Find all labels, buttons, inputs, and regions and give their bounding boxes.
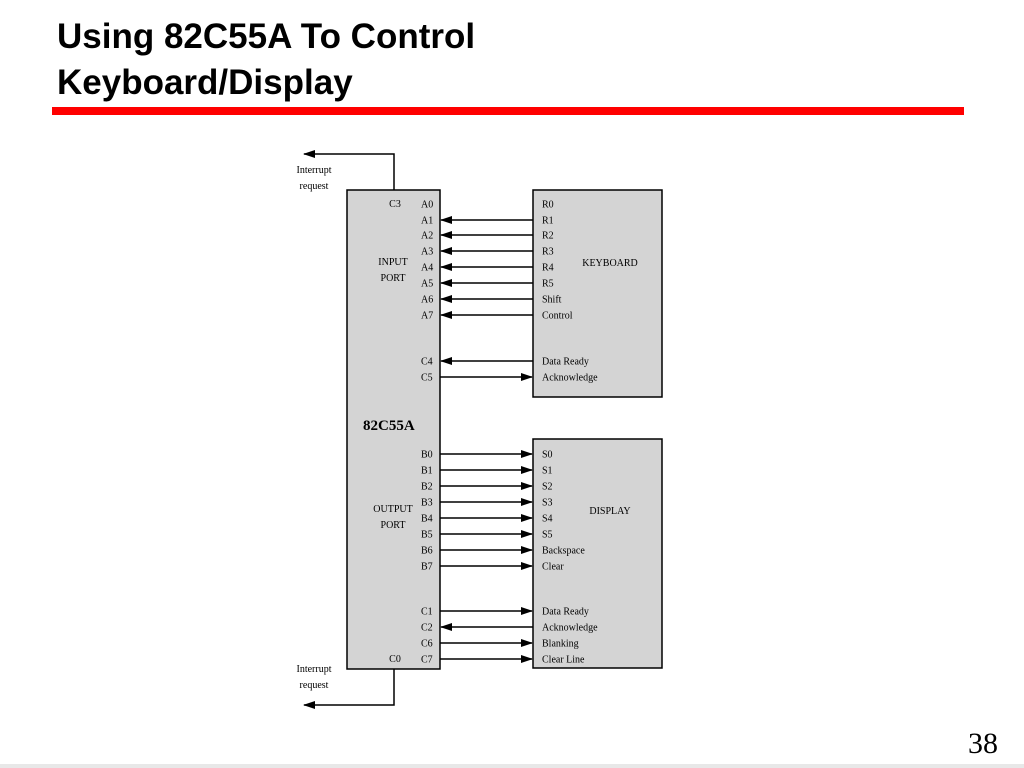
display-pin-b1: B1 (421, 466, 433, 477)
display-pin-b3: B3 (421, 498, 433, 509)
display-pin-b2: B2 (421, 482, 433, 493)
display-box (532, 438, 663, 669)
input-port-label-1: INPUT (378, 257, 407, 268)
keyboard-pin-c5: C5 (421, 373, 433, 384)
display-pin-b7: B7 (421, 562, 433, 573)
display-pin-c2: C2 (421, 623, 433, 634)
keyboard-pin-a0: A0 (421, 200, 433, 211)
keyboard-signal-r5: R5 (542, 279, 554, 290)
interrupt-top-label-2: request (300, 181, 329, 192)
chip-name: 82C55A (363, 418, 415, 434)
keyboard-name: KEYBOARD (582, 258, 638, 269)
chip-pin-c0: C0 (389, 654, 401, 665)
interrupt-bottom-label-1: Interrupt (297, 664, 332, 675)
footer-divider (0, 764, 1024, 768)
interrupt-request-top-line (303, 150, 395, 190)
display-pin-b5: B5 (421, 530, 433, 541)
display-signal-s5: S5 (542, 530, 553, 541)
output-port-label-1: OUTPUT (373, 504, 412, 515)
display-signal-s4: S4 (542, 514, 553, 525)
keyboard-pin-a2: A2 (421, 231, 433, 242)
keyboard-pin-c4: C4 (421, 357, 433, 368)
interrupt-request-bottom-line (303, 669, 395, 709)
display-pin-c1: C1 (421, 607, 433, 618)
display-pin-c7: C7 (421, 655, 433, 666)
display-signal-s1: S1 (542, 466, 553, 477)
display-signal-acknowledge: Acknowledge (542, 623, 598, 634)
keyboard-signal-r3: R3 (542, 247, 554, 258)
keyboard-pin-a1: A1 (421, 216, 433, 227)
display-signal-s3: S3 (542, 498, 553, 509)
title-line-2: Keyboard/Display (57, 63, 353, 102)
output-port-label-2: PORT (381, 520, 406, 531)
keyboard-signal-acknowledge: Acknowledge (542, 373, 598, 384)
display-signal-s0: S0 (542, 450, 553, 461)
keyboard-signal-r2: R2 (542, 231, 554, 242)
display-name: DISPLAY (589, 506, 630, 517)
keyboard-signal-data-ready: Data Ready (542, 357, 589, 368)
keyboard-signal-shift: Shift (542, 295, 562, 306)
display-pin-c6: C6 (421, 639, 433, 650)
slide-title: Using 82C55A To Control Keyboard/Display (57, 14, 475, 106)
interrupt-bottom-label-2: request (300, 680, 329, 691)
title-line-1: Using 82C55A To Control (57, 17, 476, 56)
display-signal-s2: S2 (542, 482, 553, 493)
keyboard-pin-a5: A5 (421, 279, 433, 290)
display-signal-backspace: Backspace (542, 546, 585, 557)
display-pin-b6: B6 (421, 546, 433, 557)
display-signal-data-ready: Data Ready (542, 607, 589, 618)
keyboard-signal-control: Control (542, 311, 573, 322)
keyboard-pin-a4: A4 (421, 263, 433, 274)
display-signal-clear: Clear (542, 562, 564, 573)
keyboard-signal-r1: R1 (542, 216, 554, 227)
keyboard-pin-a7: A7 (421, 311, 433, 322)
display-pin-b0: B0 (421, 450, 433, 461)
keyboard-pin-a6: A6 (421, 295, 433, 306)
interrupt-top-label-1: Interrupt (297, 165, 332, 176)
display-signal-blanking: Blanking (542, 639, 579, 650)
title-underline-bar (52, 107, 964, 115)
keyboard-signal-r4: R4 (542, 263, 554, 274)
display-signal-clear-line: Clear Line (542, 655, 585, 666)
input-port-label-2: PORT (381, 273, 406, 284)
chip-pin-c3: C3 (389, 199, 401, 210)
display-pin-b4: B4 (421, 514, 433, 525)
keyboard-pin-a3: A3 (421, 247, 433, 258)
page-number: 38 (968, 727, 998, 760)
keyboard-box (532, 189, 663, 398)
keyboard-signal-r0: R0 (542, 200, 554, 211)
